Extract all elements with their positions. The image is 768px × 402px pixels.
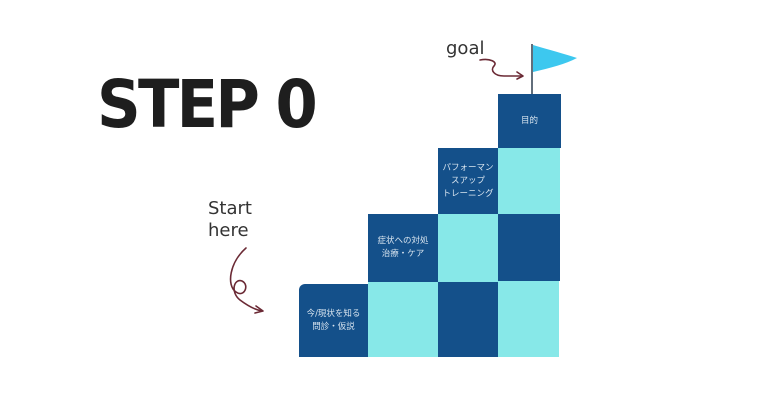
goal-label: goal <box>446 38 485 59</box>
step-2-block: 症状への対処 治療・ケア <box>368 214 438 282</box>
step-2-label: 症状への対処 治療・ケア <box>377 236 429 259</box>
grid-block <box>498 214 560 281</box>
step-4-block: 目的 <box>498 94 561 148</box>
step-1-label: 今/現状を知る 問診・仮説 <box>306 308 361 332</box>
step-3-block: パフォーマン スアップ トレーニング <box>438 148 498 214</box>
grid-block <box>498 148 560 214</box>
grid-block <box>438 282 498 357</box>
grid-block <box>498 281 559 357</box>
step-3-label: パフォーマン スアップ トレーニング <box>442 162 494 199</box>
grid-block <box>368 282 438 357</box>
grid-block <box>438 214 498 282</box>
step-4-label: 目的 <box>520 115 538 126</box>
step-1-block: 今/現状を知る 問診・仮説 <box>299 284 368 357</box>
start-here-label: Start here <box>208 198 252 241</box>
page-title: STEP 0 <box>97 66 318 143</box>
